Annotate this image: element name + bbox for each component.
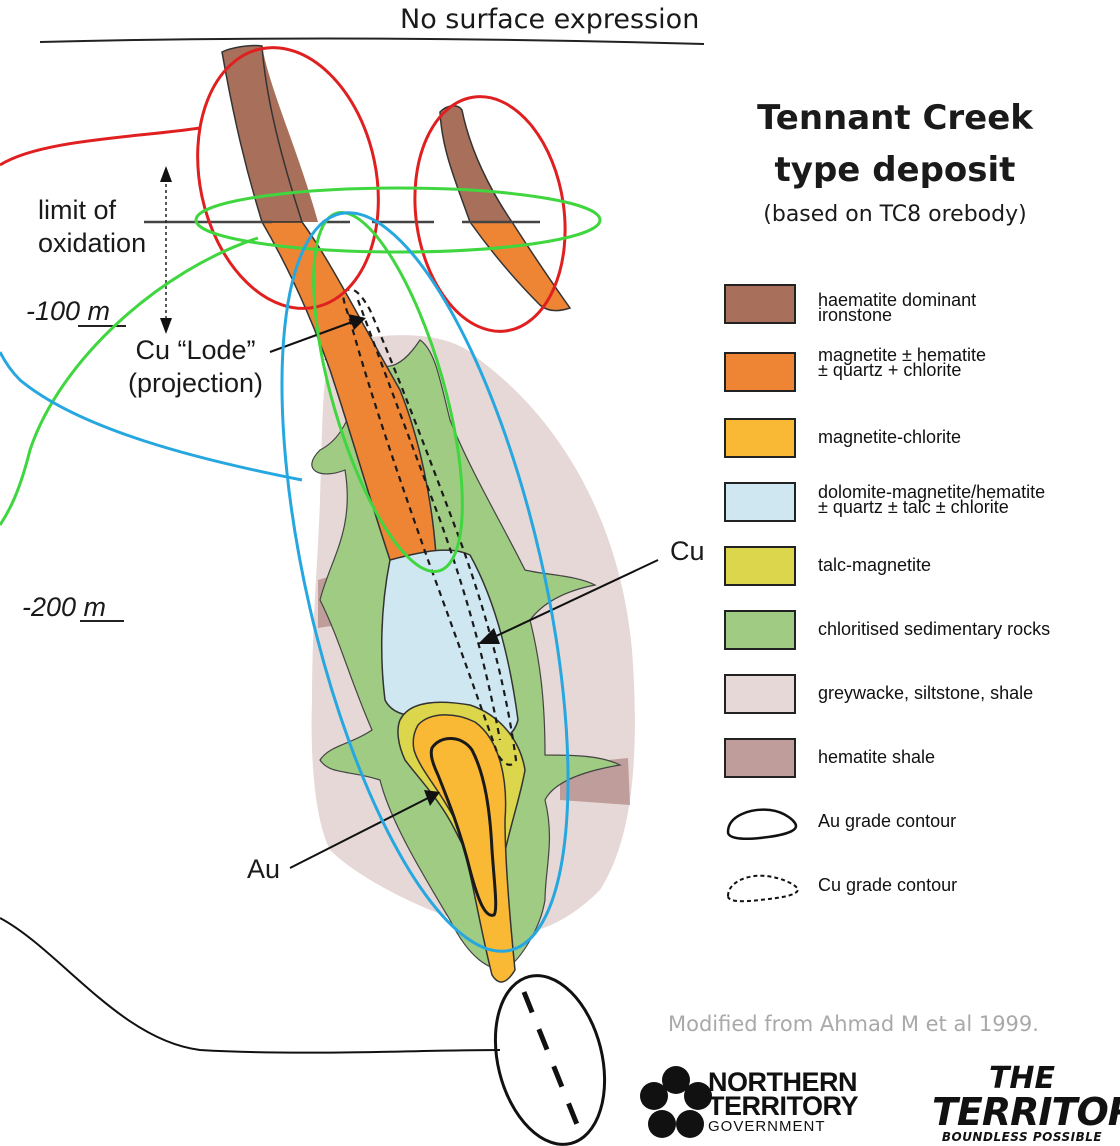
red-leader: [0, 128, 200, 165]
legend-swatch: [724, 418, 796, 458]
legend-item-cu-contour: Cu grade contour: [720, 866, 1120, 910]
cu-label: Cu: [670, 536, 705, 567]
au-label: Au: [247, 854, 280, 885]
territory-line2: TERRITORY: [932, 1094, 1112, 1130]
surface-line: [40, 39, 704, 45]
black-ellipse-deep: [479, 964, 622, 1146]
legend-item-magnetite-hematite: magnetite ± hematite ± quartz + chlorite: [720, 352, 1120, 396]
au-contour-icon: [720, 802, 804, 846]
lode-label-line1: Cu “Lode”: [128, 334, 263, 367]
haematite-secondary: [440, 106, 512, 222]
legend-item-magnetite-chlorite: magnetite-chlorite: [720, 418, 1120, 462]
legend-swatch: [724, 546, 796, 586]
legend-item-chloritised: chloritised sedimentary rocks: [720, 610, 1120, 654]
diagram-title-line1: Tennant Creek: [700, 96, 1090, 140]
legend-swatch: [724, 674, 796, 714]
magnetite-secondary: [470, 222, 570, 311]
diagram-title-line2: type deposit: [700, 148, 1090, 192]
depth-100-label: -100 m: [26, 296, 110, 327]
legend-label: talc-magnetite: [818, 558, 931, 573]
legend-label: magnetite-chlorite: [818, 430, 961, 445]
cu-contour-icon: [720, 866, 804, 910]
legend-item-dolomite: dolomite-magnetite/hematite ± quartz ± t…: [720, 482, 1120, 526]
legend-swatch: [724, 738, 796, 778]
legend-label: Cu grade contour: [818, 878, 957, 893]
legend-item-haematite: haematite dominant ironstone: [720, 284, 1120, 328]
nt-line3: GOVERNMENT: [708, 1118, 826, 1135]
legend-item-au-contour: Au grade contour: [720, 802, 1120, 846]
legend-item-greywacke: greywacke, siltstone, shale: [720, 674, 1120, 718]
deep-dashed-extension: [524, 992, 580, 1132]
credit-text: Modified from Ahmad M et al 1999.: [668, 1012, 1039, 1036]
nt-government-wordmark: NORTHERN TERRITORY: [708, 1070, 858, 1118]
lode-label-line2: (projection): [128, 367, 263, 400]
oxidation-label-line2: oxidation: [38, 227, 146, 260]
legend-item-talc-magnetite: talc-magnetite: [720, 546, 1120, 590]
territory-logo: THE TERRITORY BOUNDLESS POSSIBLE: [932, 1064, 1112, 1144]
legend-item-hematite-shale: hematite shale: [720, 738, 1120, 782]
legend-swatch: [724, 482, 796, 522]
legend-label: hematite shale: [818, 750, 935, 765]
surface-label: No surface expression: [400, 4, 699, 35]
legend-label: greywacke, siltstone, shale: [818, 686, 1033, 701]
territory-line3: BOUNDLESS POSSIBLE: [932, 1130, 1112, 1144]
legend-label-line2: ± quartz ± talc ± chlorite: [818, 500, 1045, 515]
nt-line2: TERRITORY: [708, 1094, 858, 1118]
legend-label: chloritised sedimentary rocks: [818, 622, 1050, 637]
legend-swatch: [724, 352, 796, 392]
oxidation-label: limit of oxidation: [38, 194, 146, 260]
legend-label-line2: ironstone: [818, 308, 976, 323]
nt-flower-logo: [640, 1066, 712, 1138]
legend-label: Au grade contour: [818, 814, 956, 829]
oxidation-arrow-up: [160, 166, 172, 182]
lode-label: Cu “Lode” (projection): [128, 334, 263, 400]
green-ellipse-oxidation: [196, 188, 600, 252]
black-leader: [0, 918, 500, 1053]
depth-200-label: -200 m: [22, 592, 106, 623]
oxidation-label-line1: limit of: [38, 194, 146, 227]
legend-swatch: [724, 284, 796, 324]
legend-swatch: [724, 610, 796, 650]
oxidation-arrow-down: [160, 318, 172, 334]
diagram-subtitle: (based on TC8 orebody): [700, 202, 1090, 227]
legend-label-line2: ± quartz + chlorite: [818, 363, 986, 378]
